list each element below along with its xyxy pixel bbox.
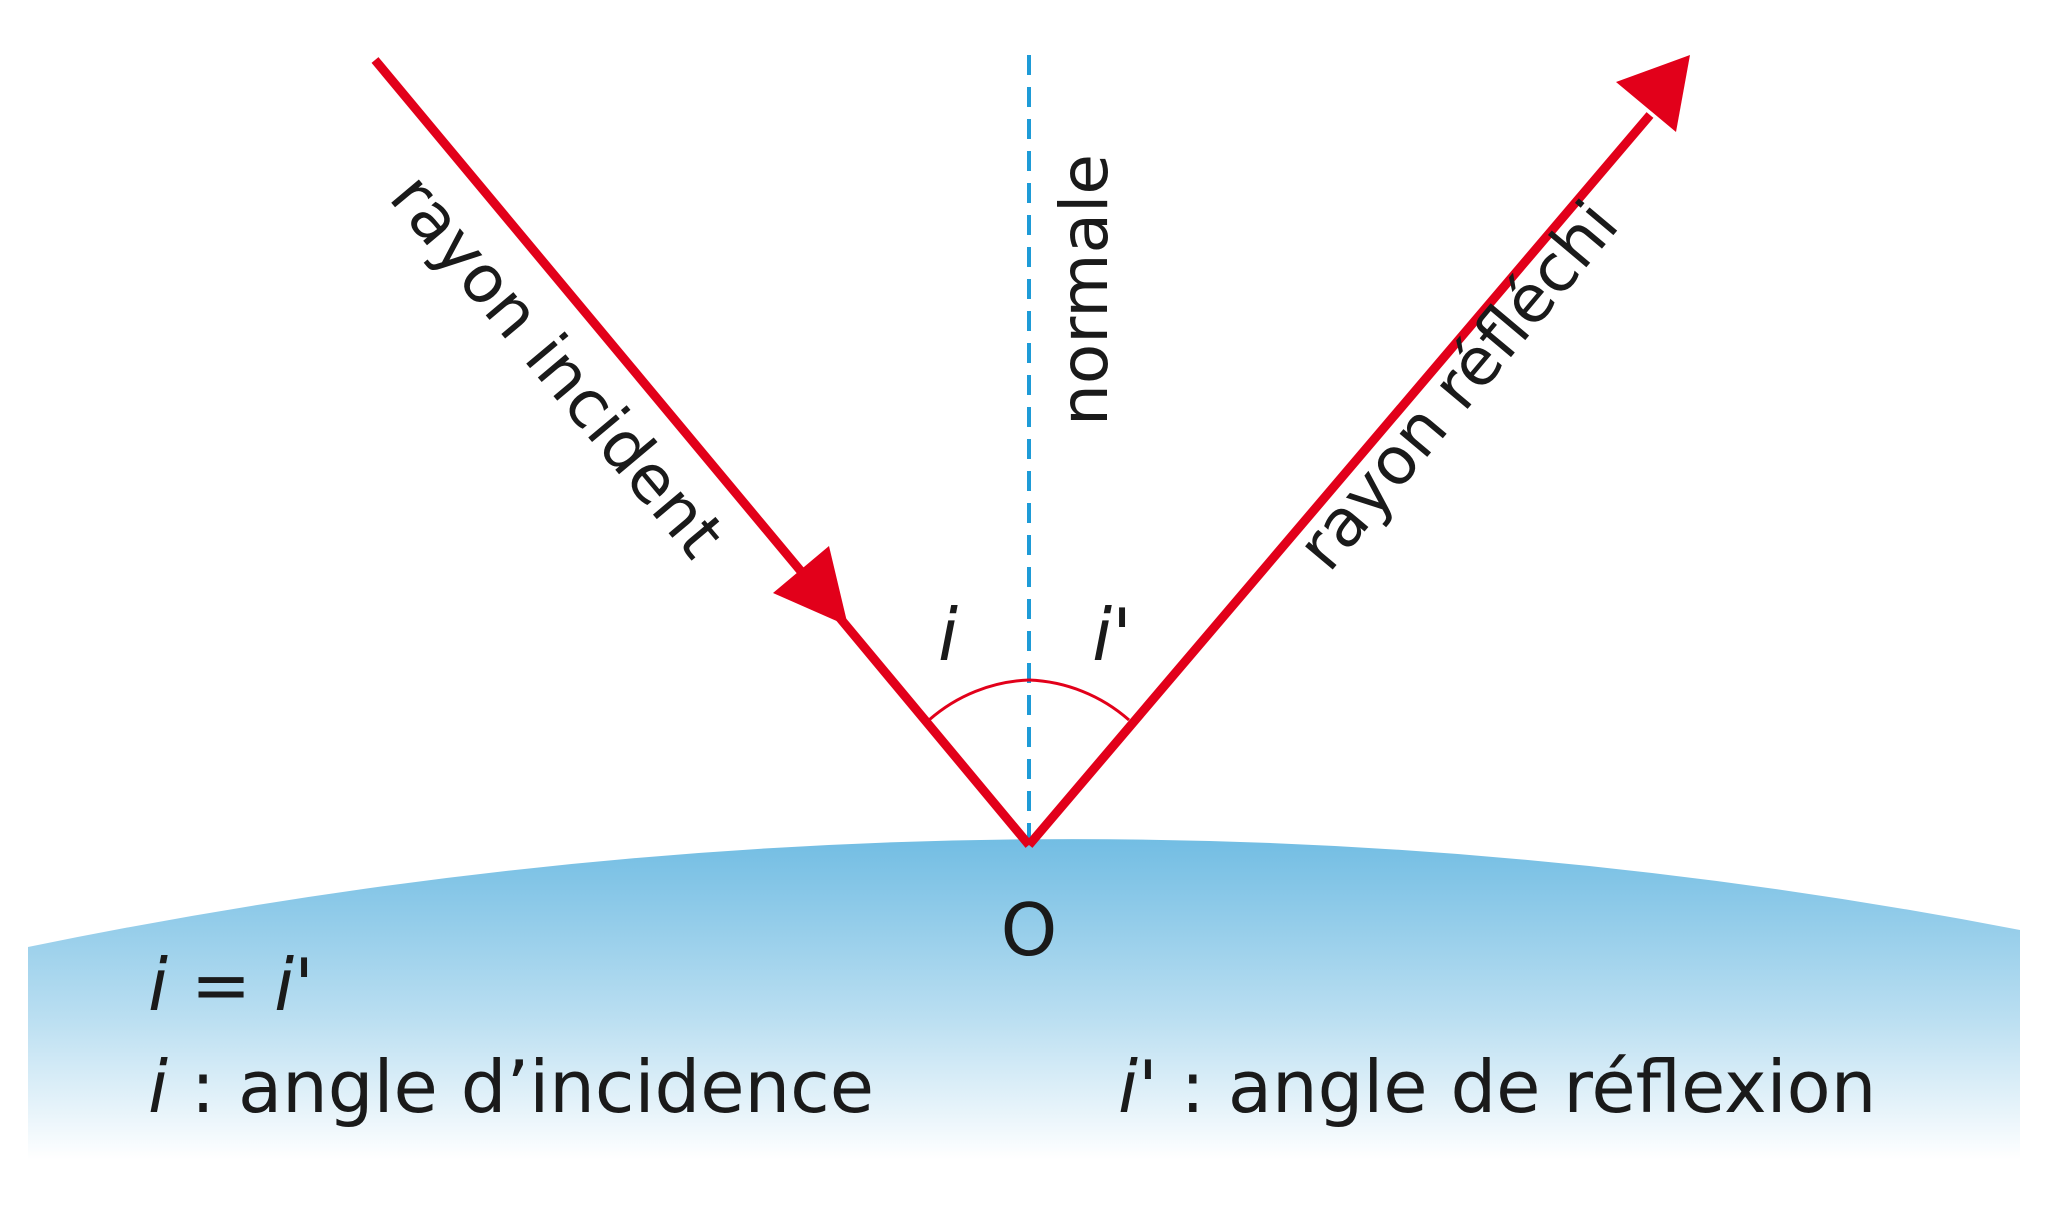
- reflected-ray-arrowhead: [1616, 55, 1690, 132]
- point-o-label: O: [1001, 888, 1058, 972]
- incidence-legend: i : angle d’incidence: [148, 1045, 874, 1129]
- reflected-ray-label: rayon réfléchi: [1282, 187, 1633, 585]
- normal-label: normale: [1046, 154, 1123, 426]
- incident-ray-label: rayon incident: [375, 159, 739, 572]
- reflection-symbol: i': [1118, 1045, 1158, 1129]
- reflection-text: : angle de réflexion: [1158, 1045, 1877, 1129]
- equation-label: i = i': [148, 943, 314, 1027]
- incidence-symbol: i: [148, 1045, 168, 1129]
- equation-operator: =: [168, 943, 274, 1027]
- reflected-ray: [1025, 112, 1654, 848]
- angle-i-prime-arc: [1028, 678, 1130, 722]
- incidence-text: : angle d’incidence: [168, 1045, 874, 1129]
- angle-i-prime-label: i': [1092, 593, 1132, 677]
- incident-ray-arrowhead: [773, 546, 848, 626]
- angle-i-label: i: [938, 593, 958, 677]
- reflection-legend: i' : angle de réflexion: [1118, 1045, 1876, 1129]
- angle-i-arc: [928, 678, 1030, 722]
- reflecting-surface: [28, 839, 2020, 1160]
- equation-left: i: [148, 943, 168, 1027]
- equation-right: i': [274, 943, 314, 1027]
- incident-ray: [371, 57, 1033, 848]
